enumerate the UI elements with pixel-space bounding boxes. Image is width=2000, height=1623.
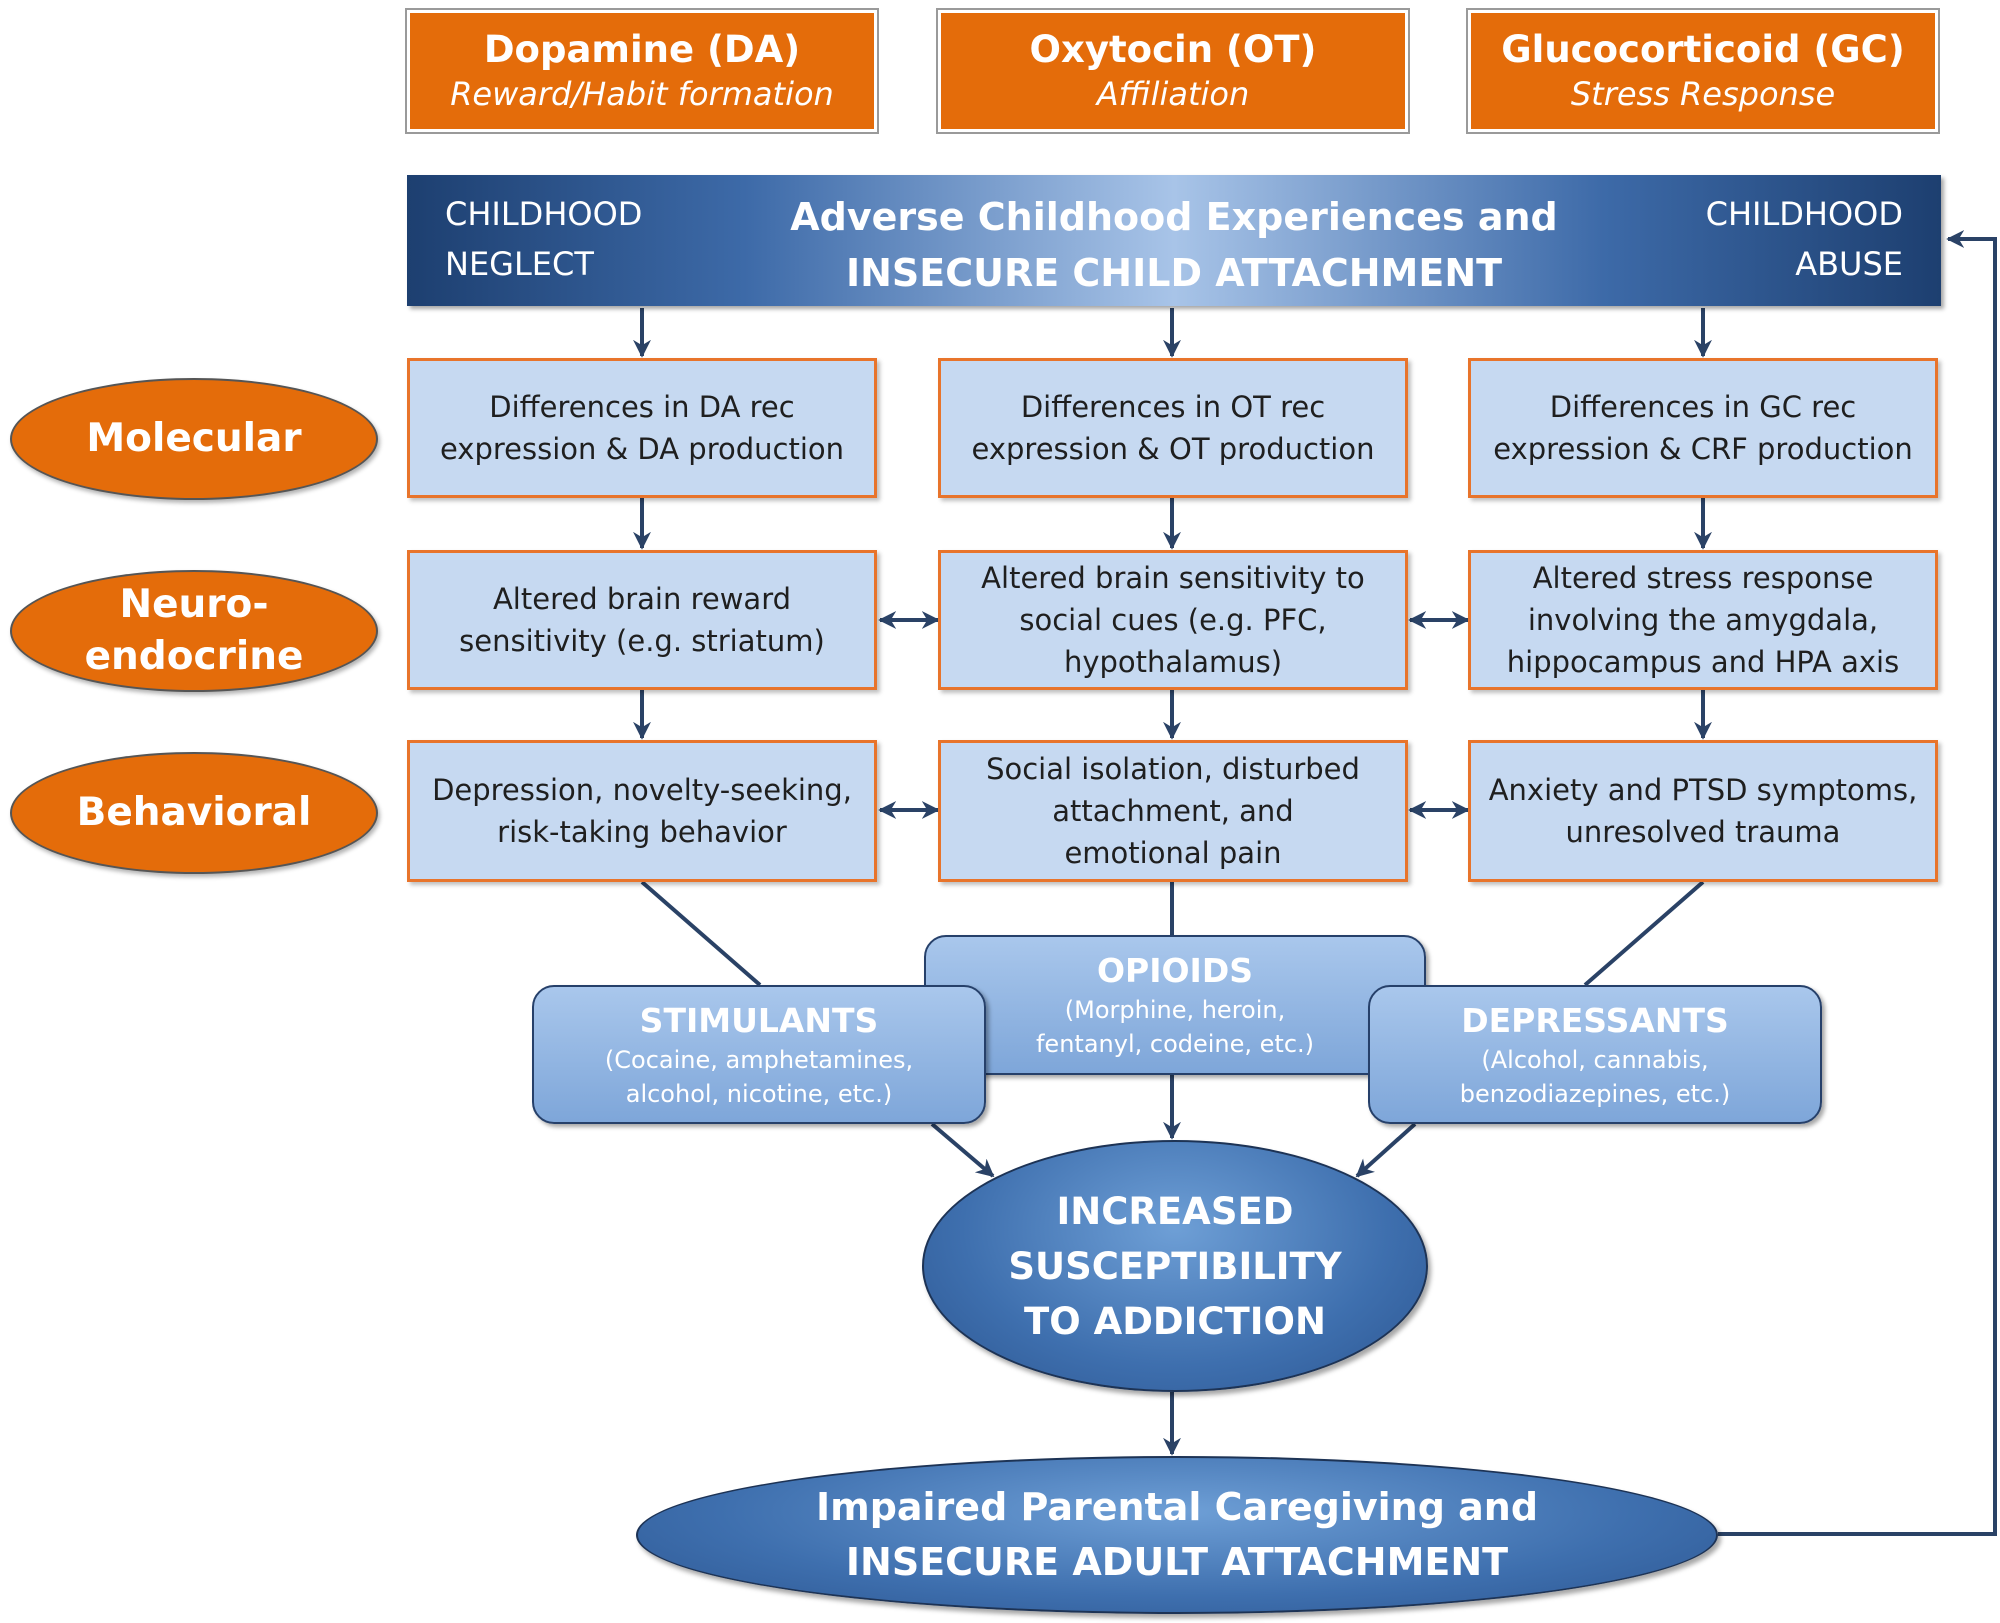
box-molecular-gc-line1: Differences in GC rec [1549,390,1857,424]
box-molecular-ot-line2: expression & OT production [971,432,1375,466]
drug-opioids-line1: (Morphine, heroin, [1064,996,1286,1024]
banner-neglect: CHILDHOOD NEGLECT [445,189,642,289]
box-molecular-ot: Differences in OT rec expression & OT pr… [938,358,1408,498]
drug-stimulants-title: STIMULANTS [639,1000,879,1040]
line-beh-to-depressants [1583,880,1705,987]
box-molecular-ot-line1: Differences in OT rec [1020,390,1326,424]
box-behavioral-ot-line2: attachment, and [1052,794,1294,828]
box-behavioral-gc-line1: Anxiety and PTSD symptoms, [1488,773,1918,807]
header-glucocorticoid: Glucocorticoid (GC) Stress Response [1466,8,1940,134]
box-behavioral-da-line2: risk-taking behavior [497,815,787,849]
header-dopamine-subtitle: Reward/Habit formation [450,75,834,113]
level-neuroendocrine-line1: Neuro- [119,582,269,627]
caregiving-line2: INSECURE ADULT ATTACHMENT [845,1540,1509,1584]
box-molecular-da-line2: expression & DA production [439,432,845,466]
susceptibility-line1: INCREASED [1056,1189,1294,1233]
drug-stimulants: STIMULANTS (Cocaine, amphetamines, alcoh… [532,985,986,1124]
box-behavioral-ot-line1: Social isolation, disturbed [986,752,1360,786]
header-oxytocin-subtitle: Affiliation [1096,75,1250,113]
box-behavioral-gc: Anxiety and PTSD symptoms, unresolved tr… [1468,740,1938,882]
box-neuro-ot-line2: social cues (e.g. PFC, [1019,603,1327,637]
box-neuro-gc-line3: hippocampus and HPA axis [1506,645,1900,679]
box-neuro-da: Altered brain reward sensitivity (e.g. s… [407,550,877,690]
level-neuroendocrine-line2: endocrine [84,634,304,679]
arrow-depressants-to-susc [1355,1122,1417,1178]
level-molecular-label: Molecular [86,416,302,461]
susceptibility-line2: SUSCEPTIBILITY [1008,1244,1342,1288]
box-neuro-ot-line1: Altered brain sensitivity to [981,561,1365,595]
drug-opioids: OPIOIDS (Morphine, heroin, fentanyl, cod… [924,935,1426,1075]
level-behavioral-label: Behavioral [76,790,312,835]
header-oxytocin-title: Oxytocin (OT) [1029,28,1317,71]
box-neuro-ot: Altered brain sensitivity to social cues… [938,550,1408,690]
drug-stimulants-line2: alcohol, nicotine, etc.) [625,1079,893,1108]
box-molecular-gc: Differences in GC rec expression & CRF p… [1468,358,1938,498]
feedback-loop-arrow [1718,230,1997,1536]
caregiving-line1: Impaired Parental Caregiving and [815,1485,1539,1529]
drug-stimulants-line1: (Cocaine, amphetamines, [604,1045,914,1074]
box-behavioral-gc-line2: unresolved trauma [1565,815,1841,849]
banner-neglect-line2: NEGLECT [445,245,594,283]
banner-title-line2: INSECURE CHILD ATTACHMENT [845,251,1503,295]
box-behavioral-da-line1: Depression, novelty-seeking, [432,773,852,807]
banner-title-line1: Adverse Childhood Experiences and [790,195,1558,239]
box-molecular-da: Differences in DA rec expression & DA pr… [407,358,877,498]
header-dopamine-title: Dopamine (DA) [483,28,801,71]
box-neuro-da-line1: Altered brain reward [492,582,792,616]
line-beh-to-stimulants [640,880,762,987]
box-neuro-da-line2: sensitivity (e.g. striatum) [459,624,825,658]
box-behavioral-da: Depression, novelty-seeking, risk-taking… [407,740,877,882]
drug-opioids-title: OPIOIDS [1096,951,1253,990]
drug-depressants-line2: benzodiazepines, etc.) [1459,1079,1731,1108]
banner-neglect-line1: CHILDHOOD [445,195,643,233]
banner-abuse-line2: ABUSE [1795,245,1903,283]
box-neuro-gc-line2: involving the amygdala, [1527,603,1879,637]
header-oxytocin: Oxytocin (OT) Affiliation [936,8,1410,134]
box-neuro-ot-line3: hypothalamus) [1063,645,1283,679]
susceptibility-oval: INCREASED SUSCEPTIBILITY TO ADDICTION [922,1140,1428,1392]
box-behavioral-ot-line3: emotional pain [1064,836,1282,870]
box-behavioral-ot: Social isolation, disturbed attachment, … [938,740,1408,882]
banner-title: Adverse Childhood Experiences and INSECU… [407,189,1941,301]
box-neuro-gc-line1: Altered stress response [1532,561,1874,595]
drug-depressants: DEPRESSANTS (Alcohol, cannabis, benzodia… [1368,985,1822,1124]
childhood-banner: CHILDHOOD NEGLECT Adverse Childhood Expe… [407,175,1941,306]
banner-abuse-line1: CHILDHOOD [1705,195,1903,233]
header-glucocorticoid-subtitle: Stress Response [1570,75,1836,113]
box-neuro-gc: Altered stress response involving the am… [1468,550,1938,690]
arrow-stimulants-to-susc [930,1122,995,1178]
level-behavioral: Behavioral [10,752,378,874]
drug-opioids-line2: fentanyl, codeine, etc.) [1035,1030,1315,1058]
header-glucocorticoid-title: Glucocorticoid (GC) [1501,28,1905,71]
box-molecular-gc-line2: expression & CRF production [1493,432,1913,466]
caregiving-oval: Impaired Parental Caregiving and INSECUR… [636,1456,1718,1614]
susceptibility-line3: TO ADDICTION [1024,1299,1326,1343]
drug-depressants-line1: (Alcohol, cannabis, [1481,1045,1709,1074]
header-dopamine: Dopamine (DA) Reward/Habit formation [405,8,879,134]
box-molecular-da-line1: Differences in DA rec [489,390,795,424]
banner-abuse: CHILDHOOD ABUSE [1706,189,1903,289]
level-neuroendocrine: Neuro- endocrine [10,570,378,692]
drug-depressants-title: DEPRESSANTS [1461,1000,1729,1040]
level-molecular: Molecular [10,378,378,500]
